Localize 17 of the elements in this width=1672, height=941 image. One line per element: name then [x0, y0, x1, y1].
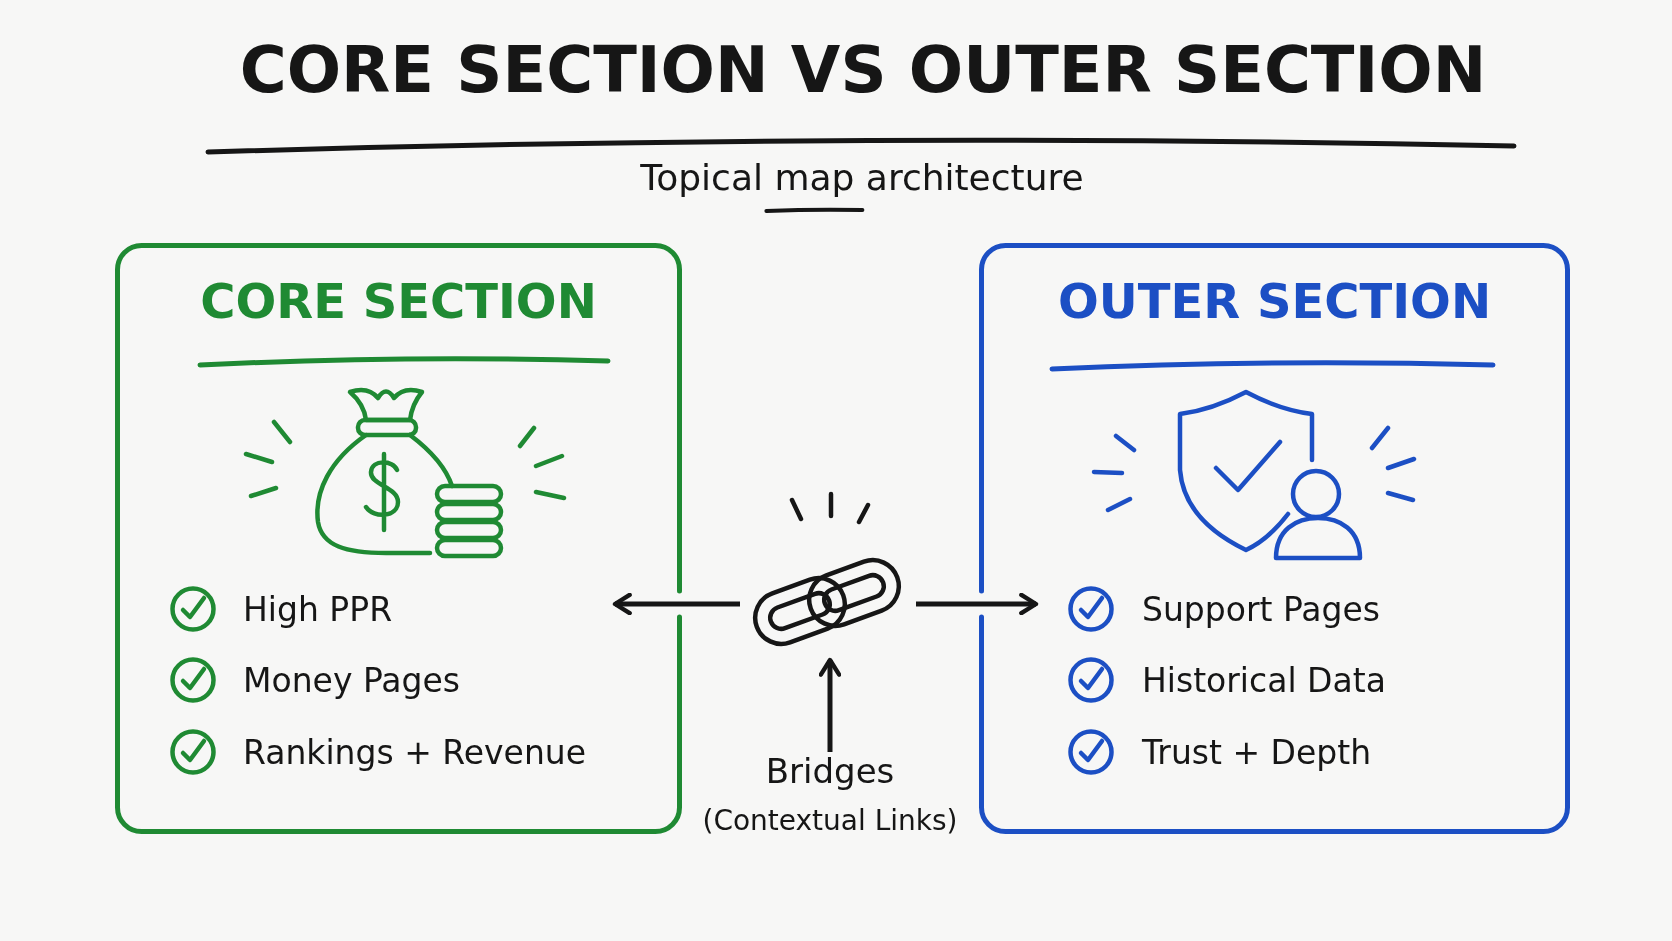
checklist-item: Rankings + Revenue [243, 731, 587, 773]
subtitle: Topical map architecture [640, 156, 1084, 200]
section-heading: CORE SECTION [200, 273, 597, 331]
checklist-item: High PPR [243, 588, 393, 630]
caption-subtext: (Contextual Links) [702, 805, 958, 838]
checklist-item: Trust + Depth [1142, 731, 1372, 773]
arrow [818, 657, 842, 752]
checklist-item: Historical Data [1142, 659, 1386, 701]
caption-text: Bridges [765, 752, 895, 792]
title: CORE SECTION VS OUTER SECTION [239, 34, 1487, 108]
arrow [916, 592, 1039, 616]
section-panel [979, 243, 1570, 834]
section-panel [115, 243, 682, 834]
section-heading: OUTER SECTION [1057, 273, 1492, 331]
checklist-item: Support Pages [1142, 588, 1381, 630]
arrow [612, 592, 740, 616]
checklist-item: Money Pages [243, 659, 460, 701]
